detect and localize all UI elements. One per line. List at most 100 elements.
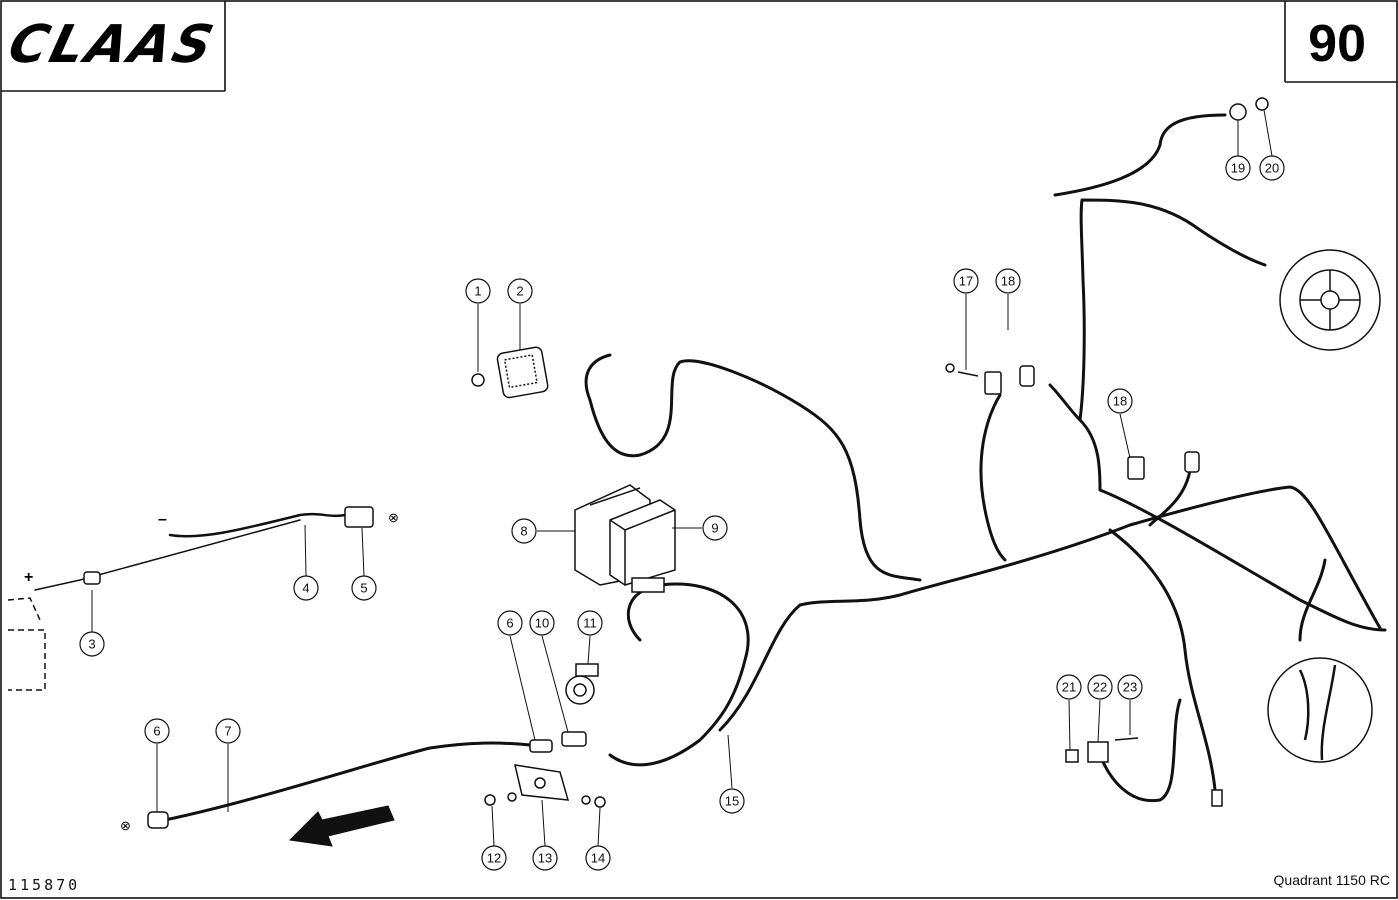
connector-5 — [344, 506, 374, 528]
connector-7-end — [147, 811, 169, 829]
harness-right-vertical — [1078, 198, 1267, 422]
callout-15-balloon — [719, 788, 745, 814]
harness-trunk — [608, 582, 750, 767]
bolt-12 — [484, 794, 496, 806]
callout-21-label: 21 — [1062, 680, 1076, 695]
brand-logo: CLAAS — [2, 15, 222, 75]
nut-14 — [594, 796, 606, 808]
harness-center — [718, 485, 1382, 732]
callout-12-balloon — [481, 845, 507, 871]
callout-5-balloon — [351, 575, 377, 601]
leader-lines — [91, 109, 1273, 847]
callout-20-label: 20 — [1265, 161, 1279, 176]
callout-22-label: 22 — [1093, 680, 1107, 695]
callout-13-label: 13 — [538, 851, 552, 866]
callout-7-balloon — [215, 718, 241, 744]
detail-circle — [1267, 657, 1373, 763]
callout-22-balloon — [1087, 674, 1113, 700]
callout-11-balloon — [577, 610, 603, 636]
lead-7 — [163, 741, 532, 822]
callout-15-label: 15 — [725, 794, 739, 809]
callout-19-balloon — [1225, 155, 1251, 181]
plug-19 — [1229, 103, 1247, 121]
plus-sign: + — [24, 569, 33, 586]
harness-sensor-lead — [979, 393, 1007, 562]
wheel-detail — [1279, 249, 1381, 351]
work-lamp-2 — [496, 346, 549, 399]
model-name: Quadrant 1150 RC — [1273, 872, 1390, 888]
callout-6a-balloon — [497, 610, 523, 636]
callout-21-balloon — [1056, 674, 1082, 700]
connector-10 — [561, 731, 587, 747]
buzzer-11 — [565, 663, 599, 705]
callout-18a-label: 18 — [1001, 274, 1015, 289]
sensor-connector-18a — [1019, 365, 1035, 387]
harness-main — [584, 113, 1387, 803]
connector-6 — [529, 739, 553, 753]
screw-23 — [1114, 737, 1139, 741]
callout-12-label: 12 — [487, 851, 501, 866]
callout-3-balloon — [79, 631, 105, 657]
bracket-13 — [514, 764, 570, 801]
callout-23-balloon — [1117, 674, 1143, 700]
callout-9-label: 9 — [711, 521, 718, 536]
minus-sign: – — [158, 511, 167, 528]
harness-down-right — [1108, 528, 1217, 792]
callout-9-balloon — [702, 515, 728, 541]
clip-18b — [1127, 456, 1145, 480]
seal-21 — [1065, 749, 1079, 763]
screw-17 — [957, 371, 979, 377]
callout-20-balloon — [1259, 155, 1285, 181]
callout-6a-label: 6 — [506, 616, 513, 631]
callout-1-label: 1 — [474, 284, 481, 299]
callout-11-label: 11 — [583, 616, 597, 631]
callout-14-label: 14 — [591, 851, 605, 866]
callout-13-balloon — [532, 845, 558, 871]
control-module-9 — [609, 499, 676, 593]
callout-3-label: 3 — [88, 637, 95, 652]
ground-mark-7: ⊗ — [120, 818, 131, 833]
callout-6b-label: 6 — [153, 724, 160, 739]
callout-4-label: 4 — [302, 581, 309, 596]
callout-18b-label: 18 — [1113, 394, 1127, 409]
washer-17 — [945, 363, 955, 373]
connector-22 — [1087, 741, 1109, 763]
callout-labels: 1 2 3 4 5 6 6 7 8 9 10 11 12 13 14 15 17… — [88, 161, 1279, 866]
callout-6b-balloon — [144, 718, 170, 744]
ground-mark-5: ⊗ — [388, 510, 399, 525]
callout-1-balloon — [465, 278, 491, 304]
callout-17-balloon — [953, 268, 979, 294]
plug-end-right — [1211, 789, 1223, 807]
callout-14-balloon — [585, 845, 611, 871]
callout-10-label: 10 — [535, 616, 549, 631]
battery-positive-lead — [34, 519, 301, 591]
callout-2-balloon — [507, 278, 533, 304]
harness-top-branch — [1053, 113, 1227, 197]
washer-14 — [581, 795, 591, 805]
harness-18b-lead — [1148, 468, 1192, 527]
callout-2-label: 2 — [516, 284, 523, 299]
harness-connector-22-lead — [1098, 698, 1182, 803]
sensor-connector-18b — [1184, 451, 1200, 473]
callout-8-balloon — [511, 518, 537, 544]
callout-5-label: 5 — [360, 581, 367, 596]
callout-7-label: 7 — [224, 724, 231, 739]
callout-8-label: 8 — [520, 524, 527, 539]
callout-4-balloon — [293, 575, 319, 601]
harness-right-upper — [1048, 383, 1387, 632]
cables-left — [34, 512, 532, 822]
drawing-number: 115870 — [8, 876, 81, 894]
callout-10-balloon — [529, 610, 555, 636]
callout-17-label: 17 — [959, 274, 973, 289]
cap-20 — [1255, 97, 1269, 111]
callout-19-label: 19 — [1231, 161, 1245, 176]
callout-18b-balloon — [1107, 388, 1133, 414]
callout-23-label: 23 — [1123, 680, 1137, 695]
fuse-holder-3 — [83, 571, 101, 585]
components — [7, 97, 1381, 829]
travel-direction-arrow — [288, 805, 395, 847]
